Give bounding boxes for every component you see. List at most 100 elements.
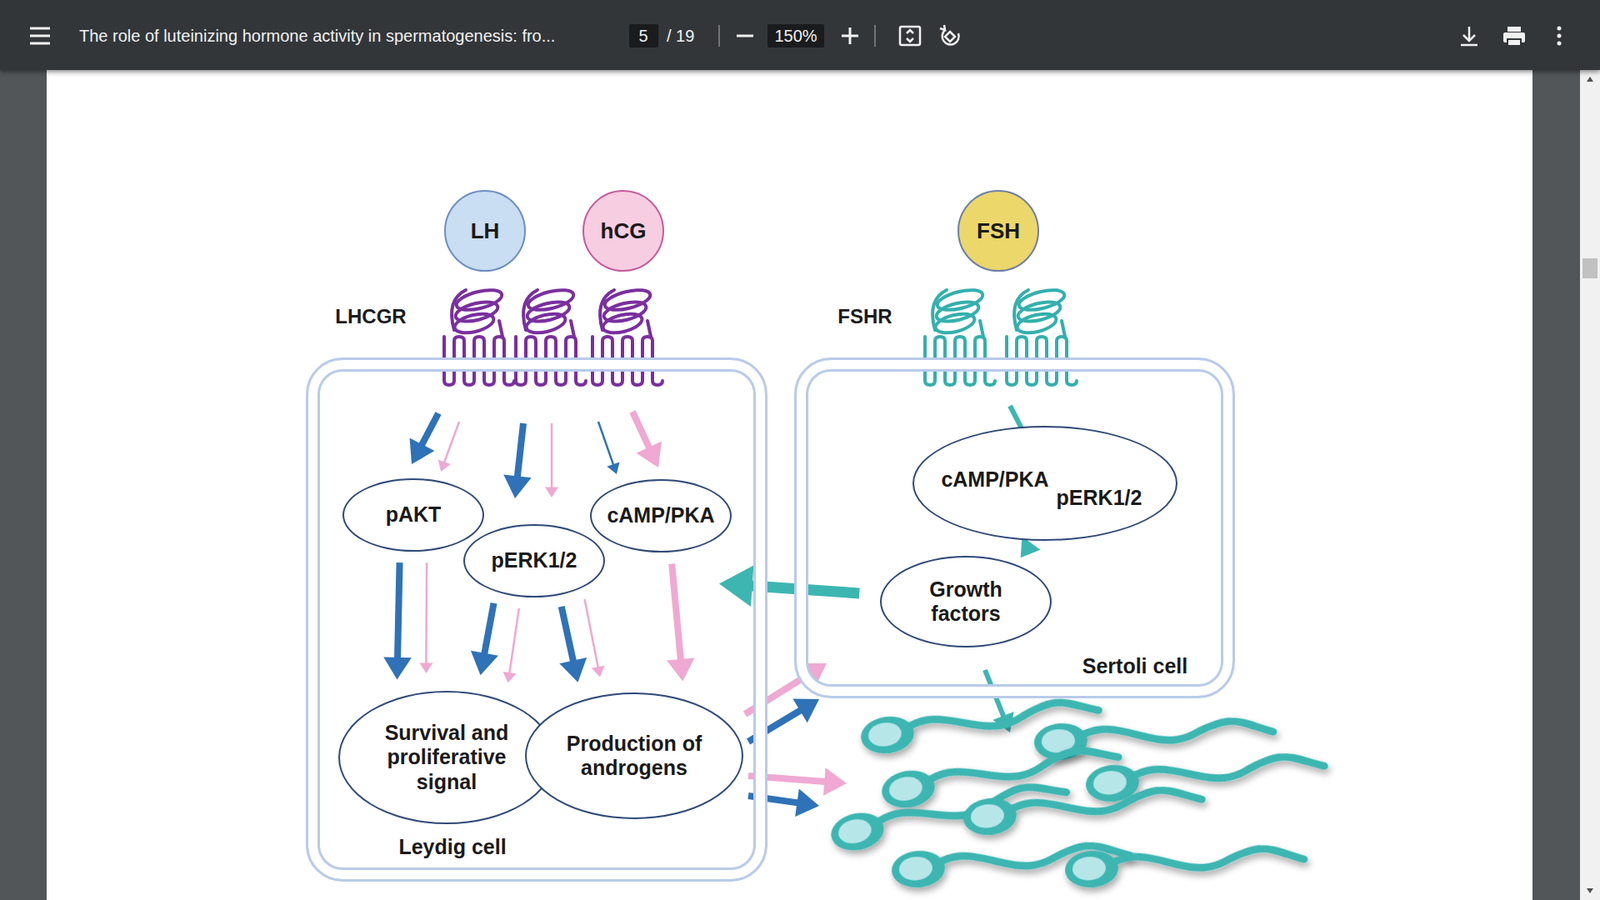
arrow-shaft <box>585 599 599 668</box>
spermatozoon <box>1064 835 1305 890</box>
pathway-ellipse: cAMP/PKA <box>590 479 732 553</box>
arrow-head <box>503 671 517 684</box>
scrollbar-track <box>1580 70 1600 900</box>
arrow-head <box>545 487 559 499</box>
connector-arrow <box>719 565 860 606</box>
more-icon <box>1557 26 1562 46</box>
outcome-ellipse: Survival and proliferative signal <box>338 690 556 825</box>
receptor-coil <box>524 310 567 336</box>
toolbar-divider <box>874 25 876 47</box>
zoom-out-icon <box>736 35 754 38</box>
arrow-shaft <box>397 562 400 659</box>
arrow-shaft <box>748 795 798 803</box>
arrow-shaft <box>751 585 860 594</box>
node-text: Survival and proliferative signal <box>371 720 522 795</box>
node-text: Growth factors <box>915 577 1016 627</box>
sperm-nucleus <box>970 802 1006 830</box>
signal-arrow <box>545 423 559 498</box>
download-icon <box>1460 26 1478 45</box>
receptor-coil <box>600 310 644 336</box>
arrow-shaft <box>748 775 825 782</box>
arrow-shaft <box>421 413 439 445</box>
receptor-symbol <box>444 286 515 385</box>
transmembrane-loops <box>1006 336 1077 385</box>
toolbar-divider <box>718 25 720 47</box>
receptor-coil <box>933 310 976 336</box>
receptor-coil <box>600 290 615 330</box>
connector-arrow <box>503 608 520 683</box>
signal-arrow <box>748 698 820 742</box>
arrow-head <box>591 665 605 678</box>
arrow-head <box>419 662 433 674</box>
arrow-head <box>795 789 820 817</box>
print-icon <box>1503 26 1525 46</box>
receptor-coil <box>1014 290 1029 330</box>
toolbar-icons <box>0 0 1600 70</box>
arrow-shaft <box>561 606 574 662</box>
scrollbar-arrows <box>1580 70 1600 900</box>
signal-arrow <box>748 767 847 796</box>
arrow-head <box>635 441 661 468</box>
scroll-up-arrow <box>1586 76 1594 82</box>
receptor-stem <box>647 320 651 337</box>
cell-box: Sertoli cell cAMP/PKApERK1/2Growth factor… <box>794 357 1235 699</box>
arrow-head <box>800 663 827 688</box>
sperm-tail <box>1130 751 1325 788</box>
connector-arrow <box>419 562 433 674</box>
sperm-nucleus <box>1071 855 1107 882</box>
pathway-ellipse: pAKT <box>342 478 485 552</box>
menu-icon <box>30 28 50 44</box>
arrow-shaft <box>985 670 1004 717</box>
arrow-shaft <box>425 562 428 664</box>
receptor-label: LHCGR <box>335 305 406 329</box>
receptor-symbol <box>515 286 586 385</box>
pathway-ellipse: cAMP/PKApERK1/2 <box>912 425 1178 541</box>
sperm-nucleus <box>1092 769 1129 796</box>
receptor-coil <box>1015 310 1058 336</box>
connector-arrow <box>585 599 605 677</box>
arrow-shaft <box>517 423 524 477</box>
arrow-shaft <box>444 421 460 463</box>
spermatozoon <box>827 769 1070 855</box>
node-text: Sertoli cell <box>1082 654 1188 679</box>
connector-arrow <box>666 564 695 682</box>
transmembrane-loops <box>925 336 995 385</box>
sperm-tail <box>1007 785 1203 821</box>
sperm-head <box>858 713 917 757</box>
sperm-head <box>1064 849 1120 890</box>
receptor-stem <box>1061 320 1065 337</box>
sperm-nucleus <box>866 720 904 749</box>
node-text: LH <box>470 218 500 245</box>
spermatozoon <box>890 832 1132 890</box>
connector-arrow <box>470 603 499 675</box>
receptor-stem <box>499 320 503 337</box>
arrow-head <box>410 437 435 465</box>
page-number-box <box>629 24 659 48</box>
receptor-stem <box>980 320 984 337</box>
receptor-coil <box>451 290 466 330</box>
arrow-shaft <box>748 710 801 742</box>
arrow-shaft <box>484 603 494 655</box>
pdf-page <box>46 70 1533 900</box>
arrow-head <box>438 460 451 472</box>
sperm-tail <box>1078 717 1274 747</box>
arrow-shaft <box>598 421 614 465</box>
receptor-coil <box>523 290 538 330</box>
signal-arrow <box>503 423 531 499</box>
fit-page-icon <box>900 26 920 45</box>
spermatozoon <box>961 775 1204 838</box>
scroll-down-arrow <box>1586 888 1594 894</box>
arrow-head <box>666 657 695 681</box>
receptor-label: FSHR <box>837 305 892 329</box>
connector-arrow <box>559 606 587 683</box>
arrow-head <box>559 657 587 683</box>
arrow-shaft <box>509 608 520 674</box>
scrollbar-thumb <box>1582 258 1598 279</box>
signal-arrow <box>438 421 460 472</box>
hormone-circle: hCG <box>582 190 665 272</box>
receptor-coil <box>452 310 495 336</box>
outcome-ellipse: Production of androgens <box>525 692 744 820</box>
arrow-head <box>470 650 499 675</box>
